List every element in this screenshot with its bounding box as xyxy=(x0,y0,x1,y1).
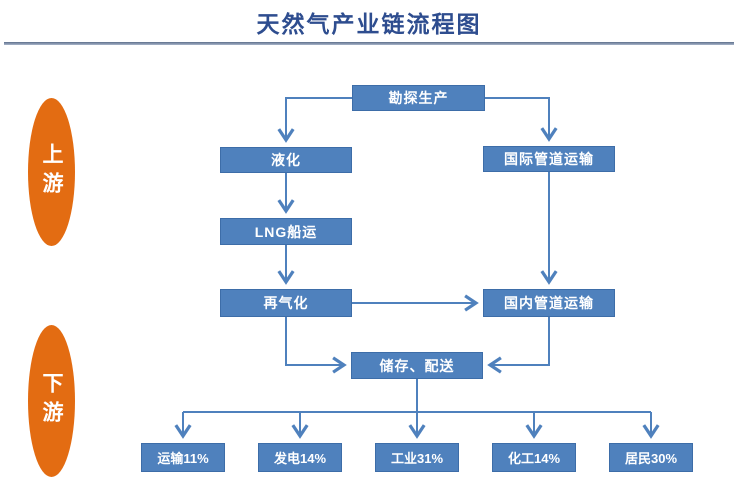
stage-upstream-label: 上游 xyxy=(40,143,63,201)
consumption-box-transport: 运输11% xyxy=(141,443,225,472)
node-storage-distribution: 储存、配送 xyxy=(351,352,483,379)
arrow-regasification-to-storage xyxy=(285,317,347,374)
node-liquefaction: 液化 xyxy=(220,147,352,173)
arrow-domestic-pipeline-to-storage xyxy=(487,317,550,374)
node-lng-shipping: LNG船运 xyxy=(220,218,352,245)
consumption-box-power-generation: 发电14% xyxy=(258,443,342,472)
node-regasification: 再气化 xyxy=(220,289,352,317)
node-exploration-production: 勘探生产 xyxy=(352,85,485,111)
arrow-exploration-to-liquefaction xyxy=(277,97,352,143)
stage-downstream-ellipse: 下游 xyxy=(28,325,75,477)
consumption-box-residential: 居民30% xyxy=(609,443,693,472)
consumption-box-industry: 工业31% xyxy=(375,443,459,472)
stage-downstream-label: 下游 xyxy=(40,372,63,430)
arrow-exploration-to-international-pipeline xyxy=(485,97,558,142)
page-title: 天然气产业链流程图 xyxy=(256,11,482,37)
node-domestic-pipeline: 国内管道运输 xyxy=(483,289,615,317)
node-international-pipeline: 国际管道运输 xyxy=(483,146,615,172)
stage-upstream-ellipse: 上游 xyxy=(28,98,75,246)
consumption-box-chemical: 化工14% xyxy=(492,443,576,472)
title-divider xyxy=(4,42,734,45)
